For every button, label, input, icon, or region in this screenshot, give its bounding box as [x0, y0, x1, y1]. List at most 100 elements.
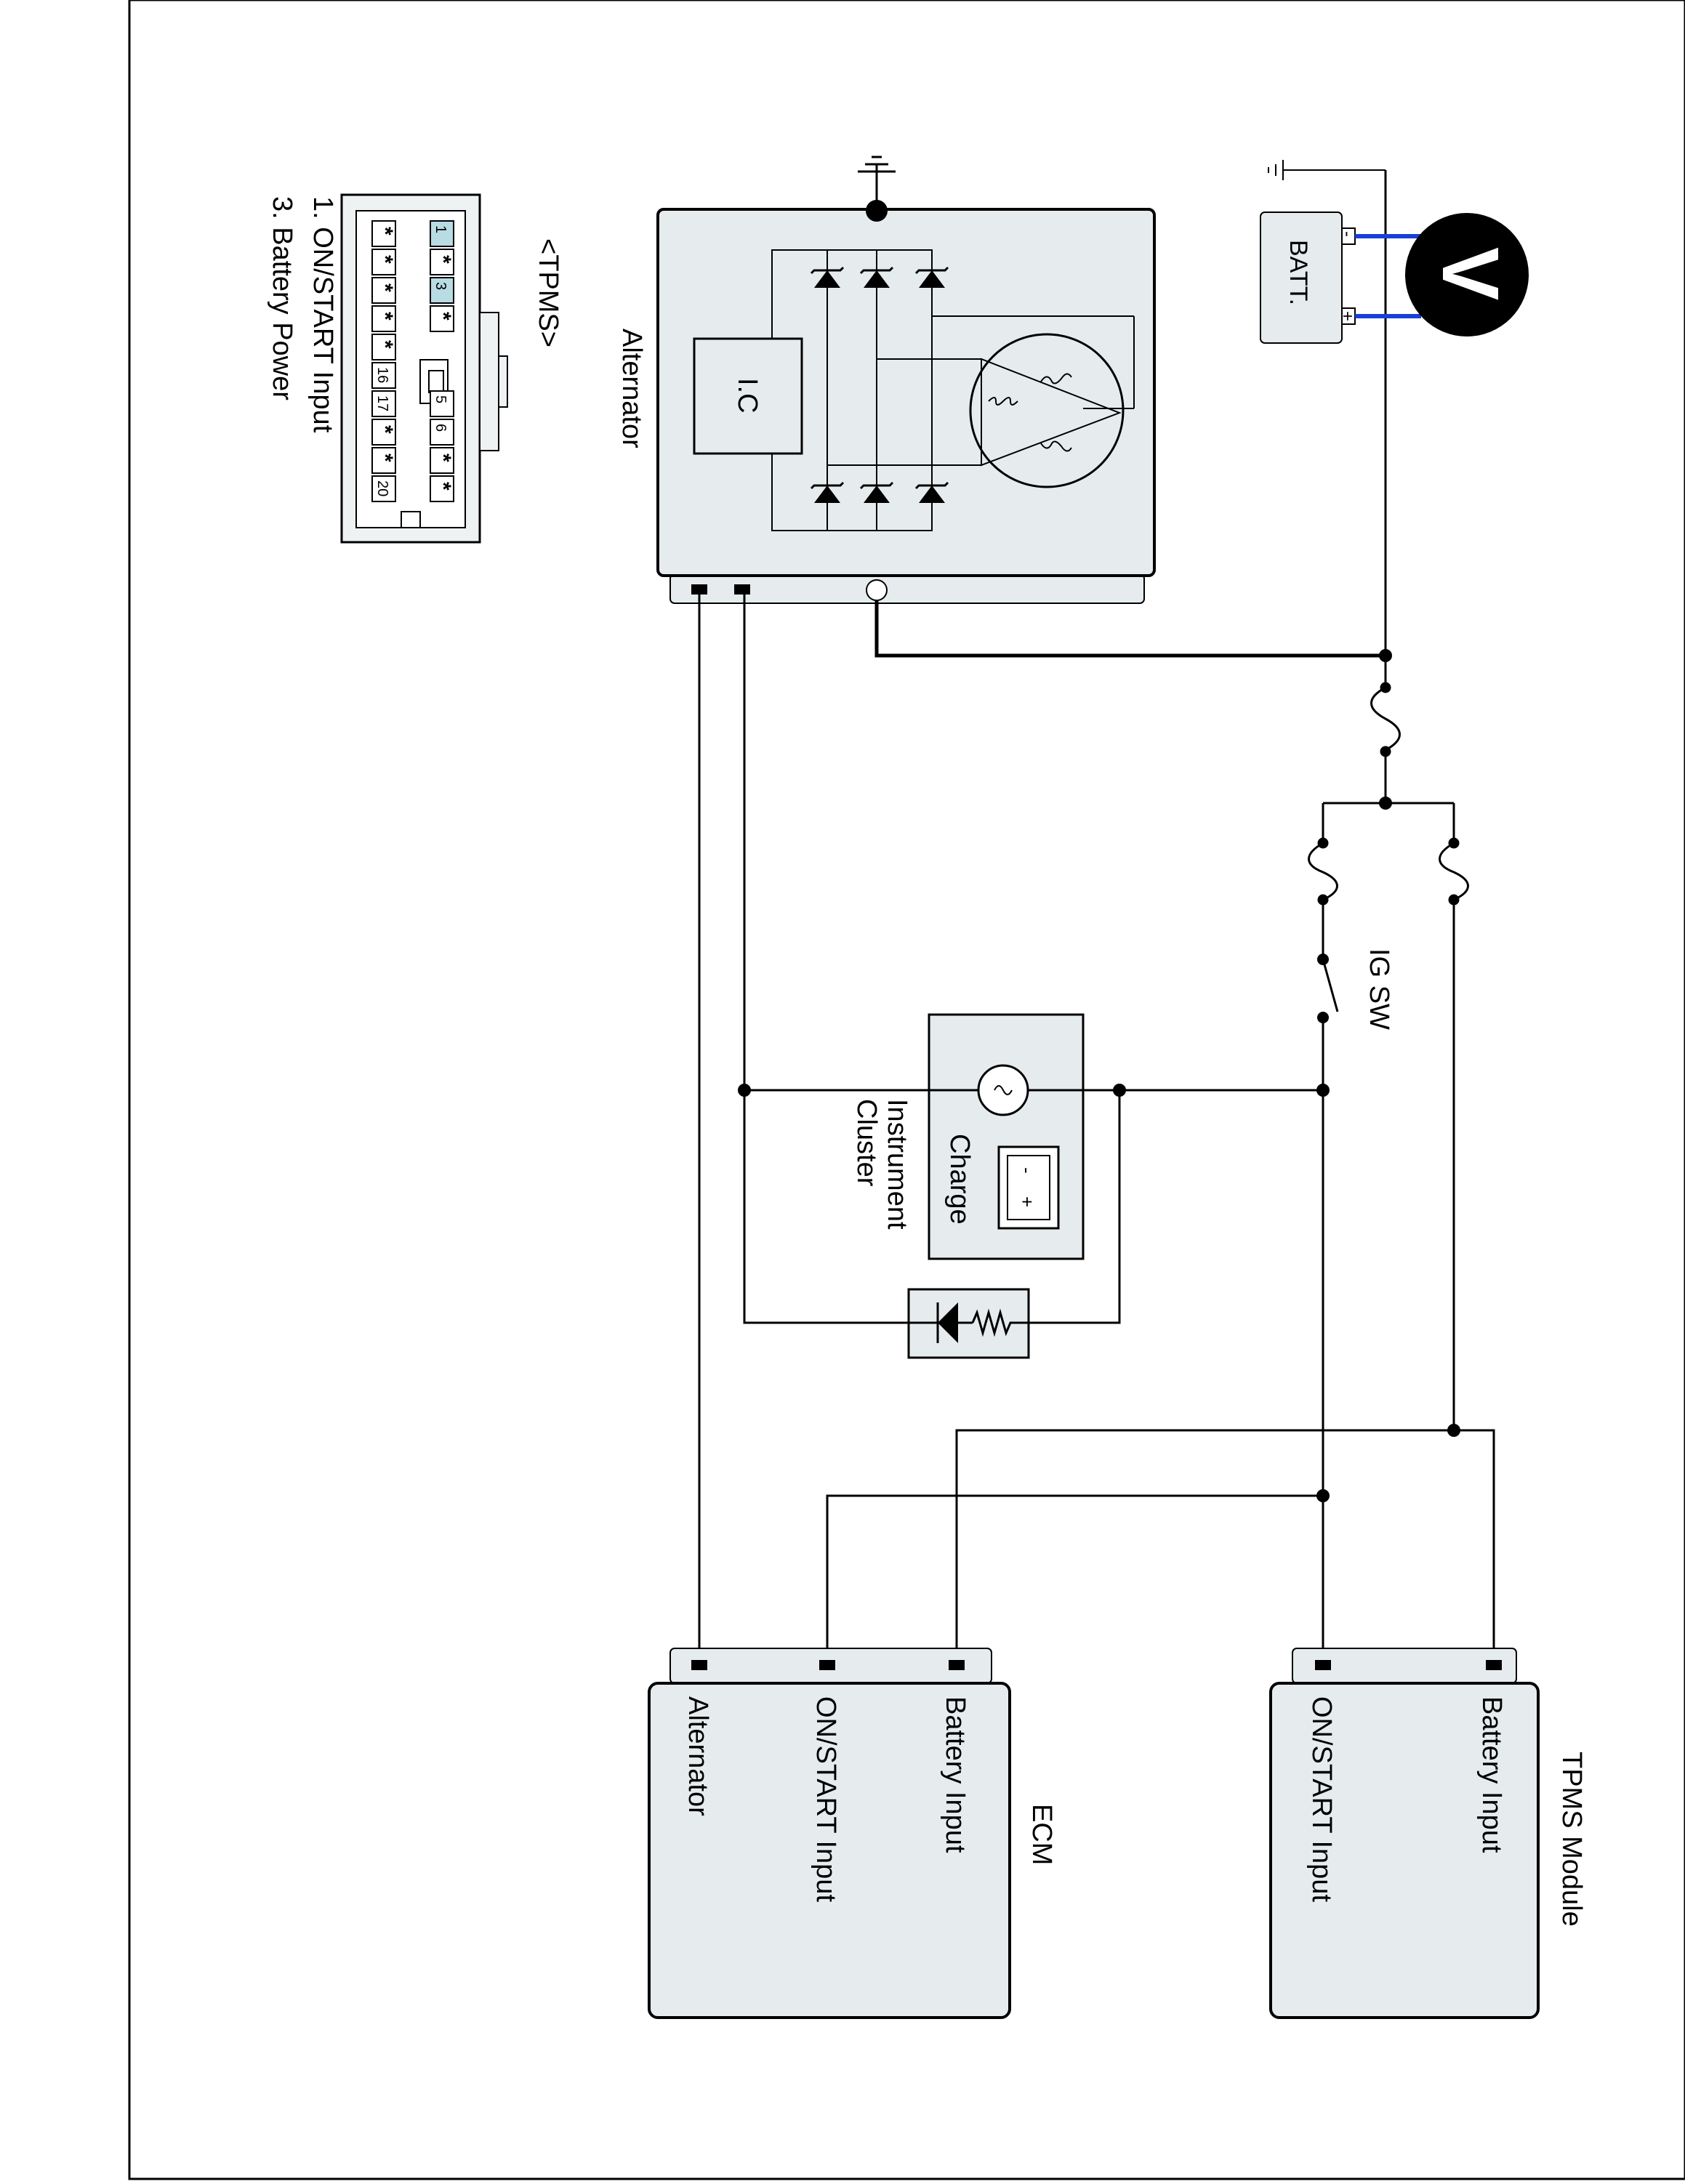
alt-terminal-1 — [691, 584, 707, 595]
charge-minus: - — [1016, 1167, 1038, 1174]
diode-icon — [936, 1302, 958, 1343]
zener-bar — [914, 481, 949, 490]
resistor-icon — [971, 1308, 1029, 1337]
tpms-connector-section: <TPMS> 1. ON/START Input 3. Battery Powe… — [267, 193, 563, 544]
tpms-pin-battery: Battery Input — [1476, 1696, 1507, 1853]
connector-pin-label: * — [431, 454, 455, 462]
battery-label: BATT. — [1284, 240, 1312, 305]
connector-pin — [430, 249, 454, 275]
connector-legend-1: 1. ON/START Input — [307, 196, 338, 433]
connector-latch — [479, 312, 499, 451]
ecm-pin-alternator: Alternator — [683, 1696, 713, 1816]
diode-icon — [919, 270, 945, 288]
fuse-icon-ig — [1308, 837, 1338, 906]
zener-bar — [914, 266, 949, 275]
instrument-cluster: - + Charge Instrument Cluster — [851, 1013, 1085, 1260]
ecm-pin-battery: Battery Input — [940, 1696, 970, 1853]
connector-pin-label: * — [431, 255, 455, 264]
battery-section: BATT. - + V — [1260, 160, 1529, 654]
connector-pin-label: 16 — [374, 367, 390, 383]
connector-title: <TPMS> — [533, 238, 563, 347]
connector-pin — [371, 390, 396, 417]
cluster-label: Cluster — [851, 1099, 882, 1187]
connector-pin-label: * — [373, 312, 397, 321]
alternator-title: Alternator — [616, 329, 647, 448]
fuse-icon — [1370, 682, 1401, 757]
connector-pin-label: * — [373, 425, 397, 434]
diode-icon — [864, 485, 890, 503]
ecm-pin-onstart: ON/START Input — [811, 1696, 841, 1902]
ic-box — [693, 337, 803, 455]
connector-pin — [371, 305, 396, 332]
battery-ground-icon — [1268, 160, 1386, 180]
connector-pin-row-bottom: * * * * * 16 17 * * 20 — [371, 220, 397, 502]
voltmeter-icon: V — [1405, 213, 1529, 337]
ecm-title: ECM — [1026, 1804, 1057, 1865]
connector-body: 1 * 3 * 5 6 * * * * * * * 16 17 * * 20 — [340, 193, 508, 544]
battery-minus: - — [1338, 231, 1357, 237]
connector-pin-label: * — [373, 340, 397, 349]
page-frame — [128, 0, 1685, 2180]
tpms-pin-onstart: ON/START Input — [1306, 1696, 1337, 1902]
connector-pin-label: 3 — [433, 282, 449, 290]
connector-pin-label: 6 — [433, 424, 449, 432]
instrument-label: Instrument — [882, 1099, 912, 1230]
wiring — [698, 590, 1495, 1664]
ic-label: I.C — [732, 378, 763, 414]
alt-terminal-2 — [734, 584, 750, 595]
alt-terminal-b — [866, 579, 888, 601]
connector-pin — [430, 419, 454, 446]
connector-pin-label: * — [373, 255, 397, 264]
connector-pin-label: 5 — [433, 395, 449, 403]
connector-pin — [430, 220, 454, 247]
connector-pin-row-top: 1*3*56** — [430, 220, 455, 502]
connector-pin-label: 20 — [374, 480, 390, 496]
junctions — [738, 649, 1460, 1502]
diode-icon — [814, 485, 840, 503]
diode-icon — [814, 270, 840, 288]
connector-pin — [430, 305, 454, 332]
connector-pin — [371, 419, 396, 446]
tpms-module: TPMS Module Battery Input ON/START Input — [1269, 1648, 1587, 2019]
connector-pin — [371, 220, 396, 247]
zener-bar — [859, 481, 894, 490]
connector-legend-2: 3. Battery Power — [267, 196, 297, 400]
connector-pin-label: 1 — [433, 225, 449, 233]
ig-switch-label: IG SW — [1364, 948, 1394, 1030]
charge-battery-icon: - + — [997, 1145, 1060, 1230]
voltmeter-label: V — [1425, 247, 1515, 300]
charge-plus: + — [1016, 1196, 1038, 1207]
connector-pin-label: 17 — [374, 395, 390, 411]
connector-pin — [371, 249, 396, 275]
alternator: Alternator I.C — [616, 156, 1156, 604]
connector-pin-label: * — [373, 454, 397, 462]
stator-icon — [969, 333, 1125, 488]
connector-pin-label: * — [373, 227, 397, 235]
connector-pin — [371, 277, 396, 304]
connector-pin — [371, 334, 396, 360]
connector-pin — [430, 447, 454, 474]
switch-icon — [1317, 954, 1339, 1023]
zener-bar — [810, 481, 845, 490]
zener-bar — [810, 266, 845, 275]
connector-pin — [430, 390, 454, 417]
battery-icon — [1260, 211, 1343, 344]
diode-icon — [919, 485, 945, 503]
battery-plus: + — [1338, 311, 1357, 321]
diode-resistor-module — [907, 1288, 1030, 1359]
connector-pin — [371, 362, 396, 389]
charge-label: Charge — [944, 1134, 975, 1225]
connector-pin — [371, 447, 396, 474]
ground-icon — [858, 156, 896, 222]
tpms-module-title: TPMS Module — [1556, 1752, 1587, 1927]
diode-icon — [864, 270, 890, 288]
fuse-icon-batt — [1439, 837, 1469, 906]
connector-pin-label: * — [431, 312, 455, 321]
rectifier-diodes — [810, 266, 949, 503]
ecm-module: ECM Battery Input ON/START Input Alterna… — [648, 1648, 1057, 2019]
connector-pin — [371, 475, 396, 502]
connector-pin — [430, 277, 454, 304]
connector-pin-label: * — [373, 283, 397, 292]
